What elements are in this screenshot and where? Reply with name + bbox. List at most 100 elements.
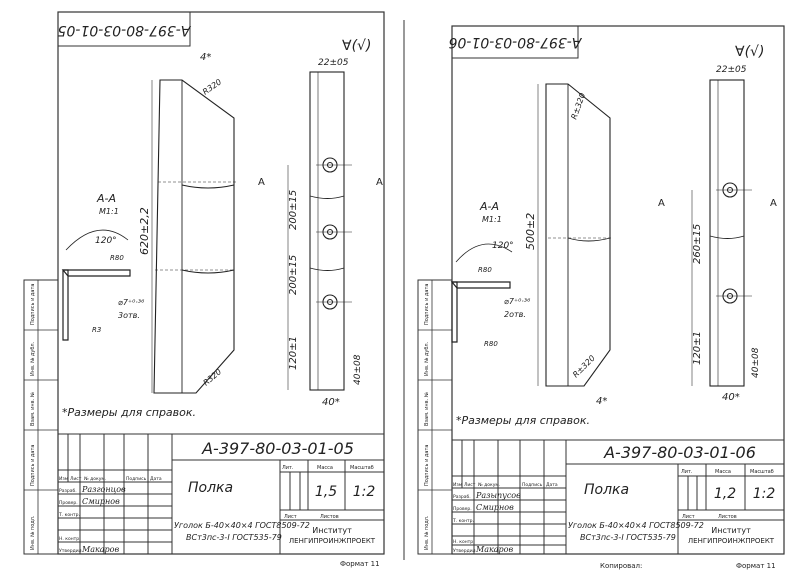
side-label-1: Подпись и дата <box>424 284 430 325</box>
side-label-3: Взам. инв. № <box>30 391 36 426</box>
label-listov: Листов <box>320 514 339 520</box>
dim-width: 22±05 <box>318 58 349 68</box>
institute-line-2: ЛЕНГИПРОИНЖПРОЕКТ <box>289 537 376 545</box>
drawing-right: A-397-80-03-01-06 ∀(√) Подпись и дата Ин… <box>403 20 785 570</box>
label-razrab: Разраб. <box>59 488 77 494</box>
dim-c: 120±1 <box>288 336 299 370</box>
label-sign: Подпись <box>522 482 543 488</box>
footer-copied: Копировал: <box>600 562 642 570</box>
label-massa: Масса <box>715 469 731 475</box>
side-strip <box>417 279 453 555</box>
side-label-4: Подпись и дата <box>30 445 36 486</box>
drawing-code: A-397-80-03-01-06 <box>603 443 756 462</box>
checker-name: Смирнов <box>476 503 514 512</box>
side-label-2: Инв. № дубл. <box>424 341 430 376</box>
part-title: Полка <box>188 480 233 496</box>
title-block <box>57 433 385 555</box>
side-label-2: Инв. № дубл. <box>30 341 36 376</box>
hole-count: 2отв. <box>504 310 526 319</box>
section-scale: M1:1 <box>99 207 119 216</box>
material-line-1: Уголок Б-40×40×4 ГОСТ8509-72 <box>568 521 704 530</box>
side-label-4: Подпись и дата <box>424 445 430 486</box>
dim-40: 40±08 <box>751 347 761 378</box>
part-side-view <box>545 83 612 387</box>
dim-thickness: 4* <box>596 396 607 407</box>
material-line-2: ВСт3пс-3-I ГОСТ535-79 <box>186 533 282 542</box>
section-label: A-A <box>479 200 499 213</box>
angle-label: 120° <box>95 236 117 246</box>
note-reference: *Размеры для справок. <box>62 406 196 419</box>
side-label-5: Инв. № подл. <box>424 515 430 550</box>
title-block <box>451 439 785 555</box>
label-lit: Лит. <box>282 465 294 471</box>
drawing-sheet-left: A-397-80-03-01-05 ∀(√) Подпись и дата Ин… <box>0 0 400 581</box>
institute-line-1: Институт <box>711 526 751 535</box>
label-date: Дата <box>546 482 558 488</box>
roughness-mark: ∀(√) <box>735 44 764 60</box>
part-title: Полка <box>584 482 629 498</box>
dim-b: 200±15 <box>288 255 299 295</box>
label-list-col: Лист <box>464 482 476 488</box>
top-code: A-397-80-03-01-06 <box>449 34 583 50</box>
side-strip <box>23 279 59 555</box>
radius-80: R80 <box>478 266 492 274</box>
drawing-code: A-397-80-03-01-05 <box>201 439 354 458</box>
dim-width: 22±05 <box>716 65 747 75</box>
top-code: A-397-80-03-01-05 <box>58 22 192 38</box>
label-lit: Лит. <box>681 469 693 475</box>
dim-length: 620±2,2 <box>138 207 151 255</box>
part-plan-view <box>309 71 352 391</box>
section-scale: M1:1 <box>482 215 502 224</box>
section-angle-profile <box>450 243 513 343</box>
checker-name: Смирнов <box>82 497 120 506</box>
scale-value: 1:2 <box>353 484 376 500</box>
section-mark-a-left: A <box>658 198 665 209</box>
label-razrab: Разраб. <box>453 494 471 500</box>
label-n-kontr: Н. контр. <box>59 536 81 542</box>
label-utverd: Утвердил <box>59 548 82 554</box>
radius-80: R80 <box>110 254 124 262</box>
label-t-kontr: Т. контр. <box>58 512 80 518</box>
radius-top: R±320 <box>569 92 587 121</box>
dim-a: 260±15 <box>692 224 703 264</box>
approver-name: Макаров <box>81 545 119 554</box>
material-line-1: Уголок Б-40×40×4 ГОСТ8509-72 <box>174 521 310 530</box>
label-date: Дата <box>150 476 162 482</box>
side-label-3: Взам. инв. № <box>424 391 430 426</box>
dim-bottom: 40* <box>722 392 740 403</box>
label-list-col: Лист <box>70 476 82 482</box>
side-label-1: Подпись и дата <box>30 284 36 325</box>
hole-label: ⌀7⁺⁰·³⁶ <box>118 298 145 307</box>
label-utverd: Утвердил <box>453 548 476 554</box>
section-label: A-A <box>96 192 116 205</box>
format-label: Формат 11 <box>340 560 380 568</box>
hole-label: ⌀7⁺⁰·³⁶ <box>504 297 531 306</box>
label-masshtab: Масштаб <box>750 469 774 475</box>
angle-label: 120° <box>492 241 514 251</box>
section-angle-profile <box>61 229 131 341</box>
material-line-2: ВСт3пс-3-I ГОСТ535-79 <box>580 533 676 542</box>
institute-line-1: Институт <box>312 526 352 535</box>
mass-value: 1,5 <box>315 484 337 500</box>
top-code-box <box>57 11 191 47</box>
approver-name: Макаров <box>475 545 513 554</box>
label-list: Лист <box>284 514 297 520</box>
part-plan-view <box>709 79 752 387</box>
institute-line-2: ЛЕНГИПРОИНЖПРОЕКТ <box>688 537 775 545</box>
radius-small: R3 <box>92 326 101 334</box>
label-prover: Провер. <box>453 506 472 512</box>
label-sign: Подпись <box>126 476 147 482</box>
developer-name: Разгонцов <box>81 485 126 494</box>
mass-value: 1,2 <box>714 486 736 502</box>
hole-count: 3отв. <box>118 311 140 320</box>
top-code-box <box>451 25 579 59</box>
developer-name: Разыпусов <box>475 491 521 500</box>
side-label-5: Инв. № подл. <box>30 515 36 550</box>
note-reference: *Размеры для справок. <box>456 414 590 427</box>
dim-a: 200±15 <box>288 190 299 230</box>
label-masshtab: Масштаб <box>350 465 374 471</box>
drawing-left: A-397-80-03-01-05 ∀(√) Подпись и дата Ин… <box>23 11 385 568</box>
radius-bottom: R320 <box>202 367 224 387</box>
scale-value: 1:2 <box>753 486 776 502</box>
roughness-mark: ∀(√) <box>342 38 371 54</box>
